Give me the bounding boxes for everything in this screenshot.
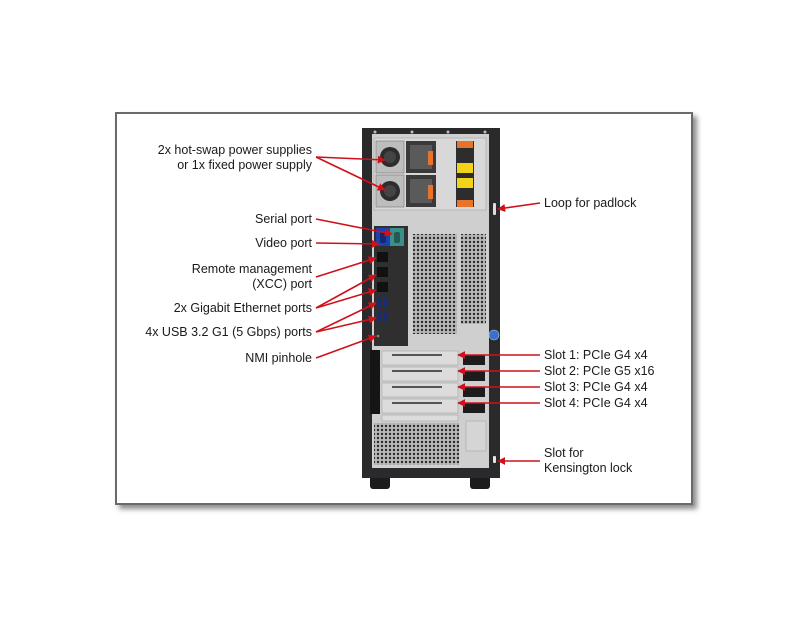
label-padlock-loop: Loop for padlock <box>544 196 636 211</box>
label-line: Video port <box>255 236 312 250</box>
padlock-loop <box>493 203 496 215</box>
label-line: Serial port <box>255 212 312 226</box>
label-slot-3: Slot 3: PCIe G4 x4 <box>544 380 648 395</box>
label-line: 4x USB 3.2 G1 (5 Gbps) ports <box>145 325 312 339</box>
label-line: Slot 4: PCIe G4 x4 <box>544 396 648 410</box>
vent-mesh-upper-right <box>461 234 486 324</box>
label-power-supplies: 2x hot-swap power supplies or 1x fixed p… <box>158 143 312 172</box>
label-usb-ports: 4x USB 3.2 G1 (5 Gbps) ports <box>145 325 312 340</box>
label-line: Loop for padlock <box>544 196 637 210</box>
arrow-ethernet-1 <box>315 274 377 309</box>
pcie-slot-2 <box>381 366 459 382</box>
label-line: 2x Gigabit Ethernet ports <box>173 301 312 315</box>
label-video-port: Video port <box>255 236 312 251</box>
label-line: Slot 3: PCIe G4 x4 <box>544 380 648 394</box>
label-line: Remote management <box>191 262 312 276</box>
label-line: Slot 1: PCIe G4 x4 <box>544 348 648 362</box>
label-serial-port: Serial port <box>255 212 312 227</box>
label-line: Slot for <box>544 446 584 460</box>
label-nmi-pinhole: NMI pinhole <box>245 351 312 366</box>
arrow-psu-2 <box>315 156 386 191</box>
id-button[interactable] <box>488 329 500 341</box>
arrow-usb-1 <box>315 302 377 333</box>
label-slot-1: Slot 1: PCIe G4 x4 <box>544 348 648 363</box>
drive-cover <box>465 420 487 452</box>
label-line: Kensington lock <box>544 460 633 475</box>
label-line: 2x hot-swap power supplies <box>157 143 312 157</box>
arrow-usb-2 <box>315 315 377 333</box>
pcie-slot-numbers <box>370 350 380 414</box>
usb-port <box>377 298 381 307</box>
label-slot-4: Slot 4: PCIe G4 x4 <box>544 396 648 411</box>
arrow-xcc <box>315 256 377 278</box>
callout-arrows <box>315 155 541 465</box>
nmi-pinhole <box>376 334 380 338</box>
label-line: Slot 2: PCIe G5 x16 <box>544 364 655 378</box>
label-ethernet-ports: 2x Gigabit Ethernet ports <box>174 301 312 316</box>
label-kensington-slot: Slot for Kensington lock <box>544 446 632 475</box>
psu-2 <box>375 174 436 208</box>
pcie-slot-1 <box>381 350 459 366</box>
pcie-slot-4 <box>381 398 459 414</box>
arrow-ethernet-2 <box>315 288 377 309</box>
ethernet-port-2 <box>377 282 388 292</box>
ethernet-port-1 <box>377 267 388 277</box>
arrow-video <box>315 239 380 248</box>
arrow-nmi <box>315 334 377 359</box>
psu-1 <box>375 140 436 174</box>
xcc-port <box>377 252 388 262</box>
label-slot-2: Slot 2: PCIe G5 x16 <box>544 364 654 379</box>
label-xcc-port: Remote management (XCC) port <box>192 262 312 291</box>
vent-mesh-lower <box>374 423 459 465</box>
kensington-slot <box>493 456 496 463</box>
vent-mesh-upper-left <box>413 234 457 334</box>
usb-port <box>383 312 387 321</box>
label-line: NMI pinhole <box>245 351 312 365</box>
psu-warning-label <box>456 141 474 207</box>
pcie-slot-3 <box>381 382 459 398</box>
usb-port <box>377 312 381 321</box>
arrow-psu-1 <box>315 155 386 164</box>
usb-port <box>383 298 387 307</box>
arrow-padlock <box>497 202 541 212</box>
label-line: (XCC) port <box>252 276 312 291</box>
label-line: or 1x fixed power supply <box>177 157 312 172</box>
arrow-serial <box>315 218 393 237</box>
